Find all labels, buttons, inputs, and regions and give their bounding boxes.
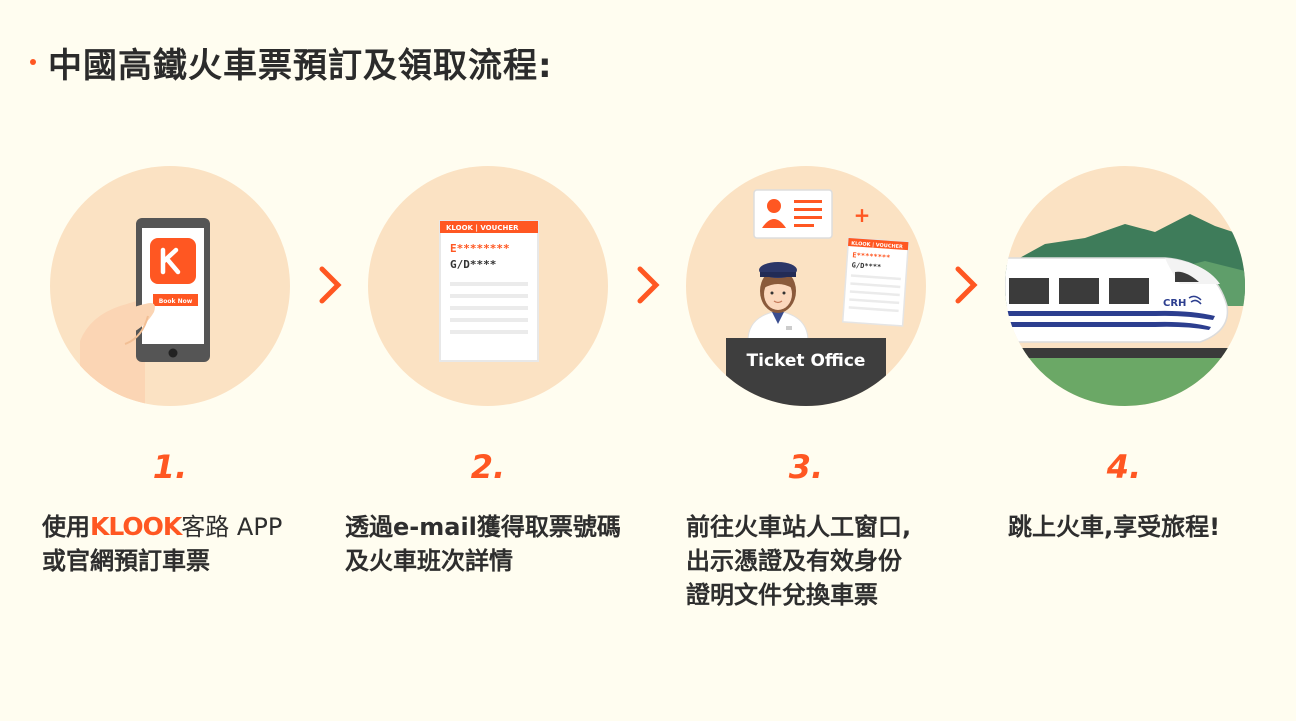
voucher-icon: KLOOK | VOUCHER E******** G/D**** <box>439 220 539 362</box>
svg-text:+: + <box>854 203 871 227</box>
step-1-description: 使用KLOOK客路 APP 或官網預訂車票 <box>42 510 282 578</box>
step-4-number: 4. <box>1106 448 1142 486</box>
bullet-dot <box>30 58 36 65</box>
svg-text:E********: E******** <box>852 251 890 262</box>
page-title-text: 中國高鐵火車票預訂及領取流程: <box>48 46 553 86</box>
step-3-description: 前往火車站人工窗口, 出示憑證及有效身份 證明文件兌換車票 <box>686 510 911 612</box>
svg-text:G/D****: G/D**** <box>851 261 881 271</box>
klook-logo: KLOOK <box>90 512 182 541</box>
train-icon: CRH <box>1005 214 1245 406</box>
step-3-desc-line1: 前往火車站人工窗口, <box>686 513 912 541</box>
chevron-right-icon <box>955 266 978 304</box>
step-3-desc-line3: 證明文件兌換車票 <box>686 581 878 609</box>
klook-brand-cn: 客路 <box>181 513 230 541</box>
step-2-number: 2. <box>470 448 506 486</box>
step-2-desc-line2: 及火車班次詳情 <box>345 547 513 575</box>
step-3-number: 3. <box>788 448 824 486</box>
svg-text:KLOOK | VOUCHER: KLOOK | VOUCHER <box>851 241 903 251</box>
svg-text:G/D****: G/D**** <box>450 258 496 271</box>
step-1-illustration: Book Now <box>50 166 290 406</box>
phone-app-icon: Book Now <box>80 218 210 406</box>
chevron-right-icon <box>637 266 660 304</box>
step-4-description: 跳上火車,享受旅程! <box>1008 510 1220 544</box>
step-2-desc-line1: 透過e-mail獲得取票號碼 <box>345 513 621 541</box>
step-1-desc-prefix: 使用 <box>42 513 90 541</box>
step-3-illustration: + KLOOK | VOUCHER E******** G/D**** Tick… <box>686 166 926 406</box>
book-now-label: Book Now <box>159 298 193 305</box>
chevron-right-icon <box>319 266 342 304</box>
svg-text:KLOOK | VOUCHER: KLOOK | VOUCHER <box>446 224 519 233</box>
page-title: 中國高鐵火車票預訂及領取流程: <box>30 38 553 87</box>
svg-text:E********: E******** <box>450 242 510 255</box>
crh-label: CRH <box>1163 298 1186 309</box>
step-4-illustration: CRH <box>1005 166 1245 406</box>
ticket-office-icon: + KLOOK | VOUCHER E******** G/D**** Tick… <box>726 189 910 406</box>
ticket-office-label: Ticket Office <box>747 351 866 371</box>
step-4-desc-line1: 跳上火車,享受旅程! <box>1008 513 1221 541</box>
step-2-description: 透過e-mail獲得取票號碼 及火車班次詳情 <box>345 510 621 578</box>
step-1-desc-line2: 或官網預訂車票 <box>42 547 210 575</box>
step-3-desc-line2: 出示憑證及有效身份 <box>686 547 902 575</box>
step-1-desc-suffix: APP <box>229 513 283 541</box>
step-1-number: 1. <box>152 448 188 486</box>
step-2-illustration: KLOOK | VOUCHER E******** G/D**** <box>368 166 608 406</box>
